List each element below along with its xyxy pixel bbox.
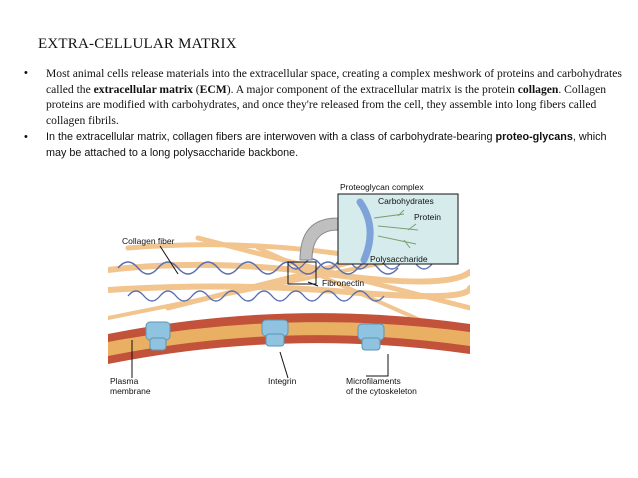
integrins [145,319,385,351]
bullet1-text-4: . Collagen proteins are modified with ca… [46,82,607,127]
bullet2-text-1: In the extracellular matrix, collagen fi… [46,131,496,144]
bullet2-bold-proteoglycans: proteo-glycans [495,131,573,144]
slide-title: EXTRA-CELLULAR MATRIX [38,36,237,52]
bullet2-text-2: , which may be attached to a long polysa… [46,131,607,159]
bullet-symbol: • [24,67,28,79]
callout-square [287,261,317,285]
proteoglycan-inset [337,193,459,265]
bullet1-bold-collagen: collagen [517,82,559,96]
label-plasma: Plasma [110,376,139,386]
label-proteoglycan-complex: Proteoglycan complex [340,182,424,192]
label-collagen-fiber: Collagen fiber [122,236,175,246]
bullet-list: • Most animal cells release materials in… [24,66,624,162]
leader-lines [131,245,389,379]
ecm-diagram: Proteoglycan complex Carbohydrates Prote… [108,182,470,396]
bullet1-text-2: ( [192,82,200,96]
label-membrane: membrane [110,386,151,396]
bullet-item-2: • In the extracellular matrix, collagen … [24,130,624,161]
label-fibronectin: Fibronectin [322,278,364,288]
label-polysaccharide: Polysaccharide [370,254,428,264]
bullet-symbol: • [24,131,28,144]
label-carbohydrates: Carbohydrates [378,196,434,206]
bullet-item-1: • Most animal cells release materials in… [24,66,624,128]
label-integrin: Integrin [268,376,297,386]
bullet1-text-1: Most animal cells release materials into… [46,67,622,96]
bullet1-bold-ecm-abbr: ECM [199,82,227,96]
label-protein: Protein [414,212,441,222]
label-of-the-cytoskeleton: of the cytoskeleton [346,386,417,396]
label-microfilaments: Microfilaments [346,376,401,386]
bullet1-text-3: ). A major component of the extracellula… [226,82,518,96]
bullet1-bold-ecm-term: extracellular matrix [93,82,193,96]
